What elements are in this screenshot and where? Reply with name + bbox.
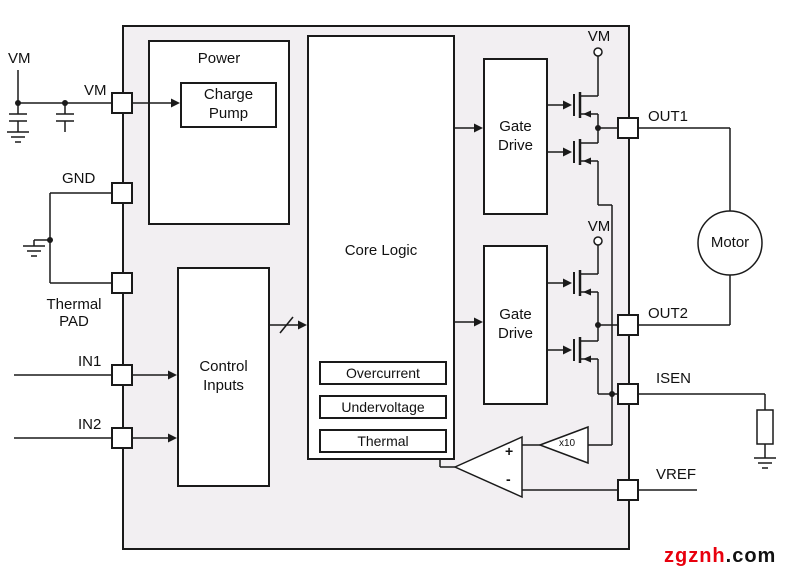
pin-out2	[617, 314, 639, 336]
motor-wiring	[639, 127, 763, 326]
pin-in2	[111, 427, 133, 449]
power-block-label: Power	[197, 50, 241, 67]
gain-amp-label: x10	[558, 438, 576, 449]
capacitor-symbol	[56, 103, 74, 132]
pin-in1	[111, 364, 133, 386]
comparator-plus-label: +	[505, 443, 514, 459]
junction-dot	[47, 237, 53, 243]
overcurrent-monitor-block: Overcurrent	[319, 361, 447, 385]
charge-pump-label-line1: Charge	[203, 86, 254, 104]
isen-wiring	[639, 393, 776, 469]
pin-vref	[617, 479, 639, 501]
vm-supply-wiring	[7, 70, 111, 143]
pin-gnd	[111, 182, 133, 204]
pin-isen	[617, 383, 639, 405]
thermal-monitor-block: Thermal	[319, 429, 447, 453]
pin-out2-label: OUT2	[648, 305, 689, 322]
watermark-suffix: .com	[725, 545, 777, 567]
vm-supply-label: VM	[8, 50, 31, 67]
pin-vm-label: VM	[84, 82, 107, 99]
gate-drive-top-label-line1: Gate	[499, 117, 532, 135]
pin-isen-label: ISEN	[656, 370, 692, 387]
undervoltage-monitor-block: Undervoltage	[319, 395, 447, 419]
watermark-brand: zgznh	[664, 545, 726, 567]
undervoltage-label: Undervoltage	[341, 399, 425, 415]
charge-pump-label-line2: Pump	[208, 105, 249, 122]
pin-vm	[111, 92, 133, 114]
motor-label: Motor	[710, 234, 750, 251]
charge-pump-block: Charge Pump	[180, 82, 277, 128]
gate-drive-bottom-block: Gate Drive	[483, 245, 548, 405]
gnd-wiring	[23, 192, 111, 284]
bridge-vm-top-label: VM	[587, 28, 611, 45]
core-logic-block: Core Logic Overcurrent Undervoltage Ther…	[307, 35, 455, 460]
overcurrent-label: Overcurrent	[346, 365, 420, 381]
pin-thermal-pad	[111, 272, 133, 294]
thermal-label: Thermal	[357, 433, 409, 449]
sense-resistor-symbol	[756, 409, 774, 445]
pin-vref-label: VREF	[656, 466, 697, 483]
ground-symbol	[7, 131, 29, 143]
pin-in2-label: IN2	[78, 416, 102, 433]
gate-drive-top-label-line2: Drive	[497, 136, 533, 154]
control-inputs-block: Control Inputs	[177, 267, 270, 487]
pin-gnd-label: GND	[62, 170, 96, 187]
gate-drive-bottom-label-line2: Drive	[497, 325, 533, 342]
control-inputs-label-line1: Control	[199, 358, 248, 376]
pin-out1	[617, 117, 639, 139]
pin-thermal-pad-label: Thermal PAD	[46, 296, 102, 330]
pin-in1-label: IN1	[78, 353, 102, 370]
core-logic-label: Core Logic	[344, 242, 418, 259]
ground-symbol	[754, 457, 776, 469]
capacitor-symbol	[9, 113, 27, 132]
junction-dot	[15, 100, 21, 106]
comparator-minus-label: -	[506, 471, 511, 487]
gate-drive-top-block: Gate Drive	[483, 58, 548, 215]
ground-symbol	[23, 245, 45, 257]
control-inputs-label-line2: Inputs	[203, 377, 244, 394]
junction-dot	[62, 100, 68, 106]
pin-out1-label: OUT1	[648, 108, 689, 125]
bridge-vm-bottom-label: VM	[587, 218, 611, 235]
watermark: zgznh.com	[664, 545, 776, 568]
gate-drive-bottom-label-line1: Gate	[499, 306, 532, 324]
power-block: Power	[148, 40, 290, 225]
